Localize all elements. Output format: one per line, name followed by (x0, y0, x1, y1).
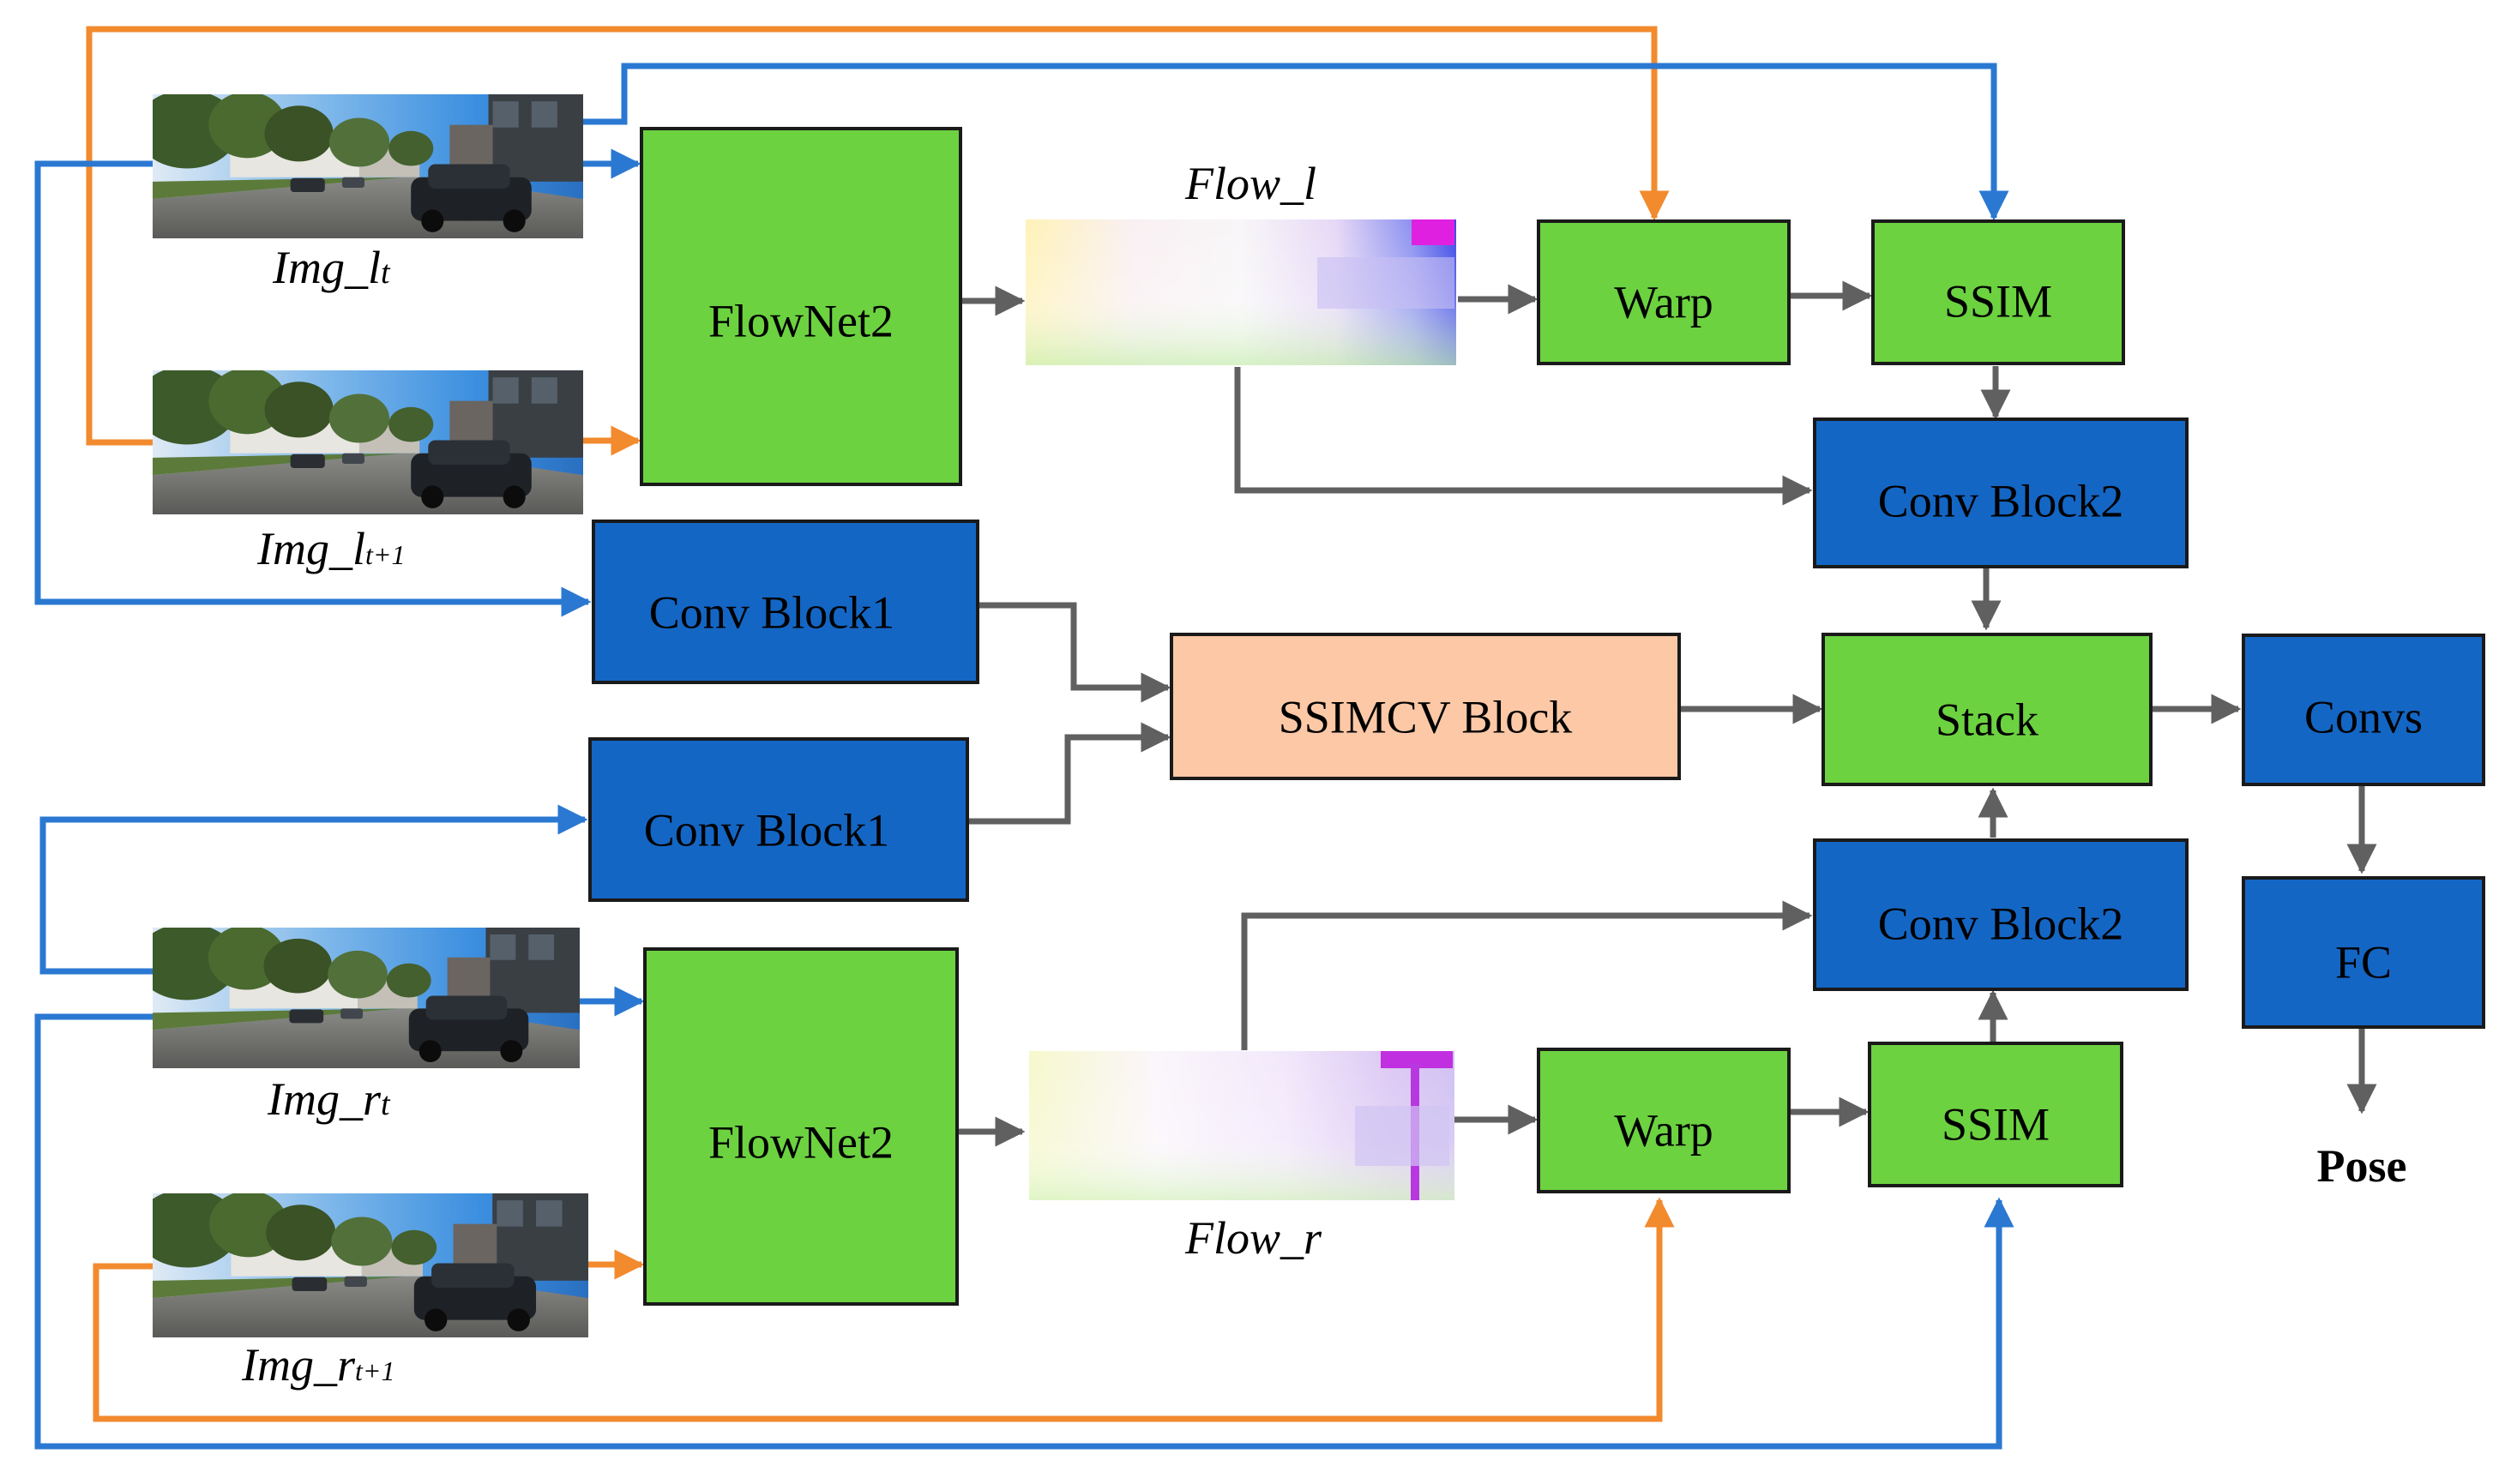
ssim-bottom-label: SSIM (1942, 1098, 2050, 1150)
image-r-t (153, 928, 580, 1068)
label-img-rt1: Img_rt+1 (241, 1339, 394, 1391)
arrow-convblock1-top-to-ssimcv (978, 602, 1171, 703)
convblock2-top-label: Conv Block2 (1878, 475, 2124, 526)
convblock1-bottom-label: Conv Block1 (644, 804, 890, 856)
arrow-convblock1-bottom-to-ssimcv (967, 722, 1171, 825)
label-flow-l: Flow_l (1184, 158, 1316, 209)
label-img-lt: Img_lt (272, 242, 391, 293)
image-l-t (153, 94, 583, 238)
convblock2-bottom-box (1813, 838, 2189, 991)
pose-label: Pose (2317, 1140, 2407, 1192)
flownet2-bottom-label: FlowNet2 (708, 1116, 894, 1168)
convblock1-top-label: Conv Block1 (649, 586, 895, 638)
convs-label: Convs (2304, 691, 2423, 742)
blue-to-convblock1-bottom (39, 804, 588, 975)
arrow-flowr-to-convblock2-bottom (1241, 900, 1813, 1050)
label-img-rt: Img_rt (267, 1073, 391, 1125)
label-img-lt1: Img_lt+1 (256, 523, 405, 574)
stack-label: Stack (1936, 694, 2038, 745)
image-r-t1 (153, 1193, 588, 1337)
flownet2-bottom-box (643, 947, 959, 1306)
warp-bottom-box (1537, 1048, 1791, 1193)
blue-feedback-bottom (34, 1013, 2014, 1450)
flow-l-image (1026, 219, 1456, 365)
arrow-flowl-to-convblock2-top (1234, 367, 1813, 506)
image-l-t1 (153, 370, 583, 514)
convs-box (2242, 634, 2485, 786)
convblock1-bottom-box (588, 737, 969, 902)
ssimcv-label: SSIMCV Block (1279, 691, 1573, 742)
blue-feedback-top (583, 63, 2009, 221)
ssim-top-label: SSIM (1944, 275, 2052, 327)
warp-top-label: Warp (1614, 276, 1713, 327)
blue-to-convblock1-top (34, 160, 592, 617)
stack-box (1822, 633, 2153, 786)
ssim-bottom-box (1868, 1042, 2123, 1187)
ssimcv-box (1170, 633, 1681, 780)
fc-label: FC (2335, 936, 2392, 988)
flownet2-top-label: FlowNet2 (708, 295, 894, 346)
flownet2-top-box (640, 127, 962, 486)
convblock2-top-box (1813, 418, 2189, 568)
flow-r-image (1029, 1051, 1454, 1200)
convblock2-bottom-label: Conv Block2 (1878, 898, 2124, 949)
ssim-top-box (1871, 219, 2125, 365)
warp-top-box (1537, 219, 1791, 365)
convblock1-top-box (592, 520, 979, 684)
orange-feedback-top (86, 26, 1670, 446)
orange-feedback-bottom (93, 1197, 1675, 1422)
label-flow-r: Flow_r (1184, 1212, 1322, 1264)
fc-box (2242, 876, 2485, 1029)
warp-bottom-label: Warp (1614, 1104, 1713, 1156)
